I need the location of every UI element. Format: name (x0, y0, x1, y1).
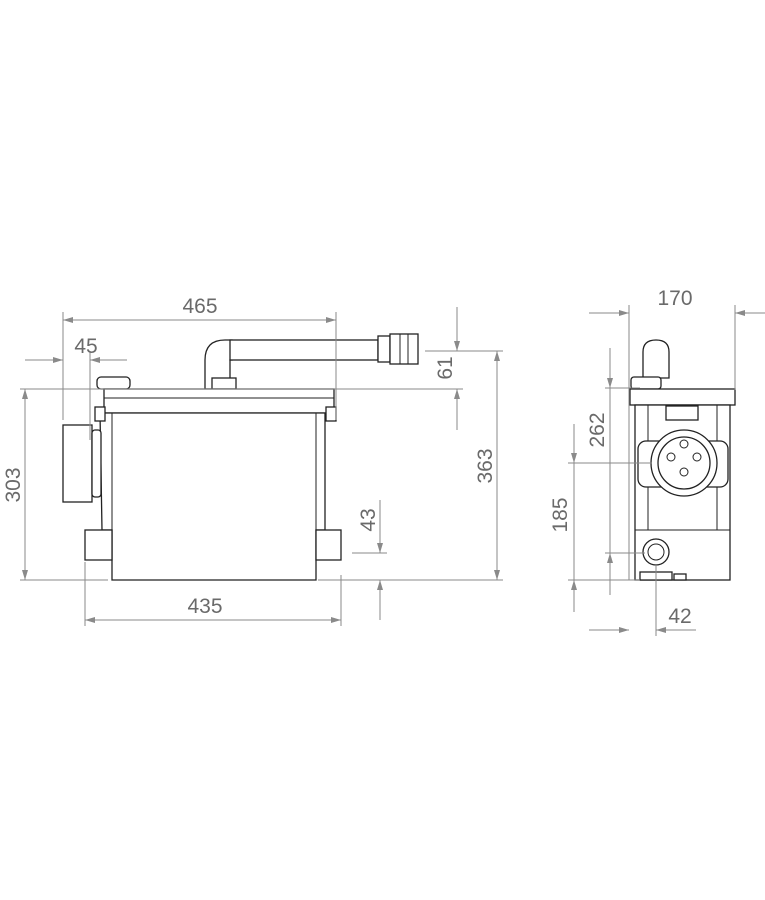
side-body (629, 339, 736, 581)
dim-45: 45 (74, 335, 97, 358)
dim-465: 465 (182, 295, 217, 318)
dim-42: 42 (668, 605, 691, 628)
dim-170: 170 (657, 287, 692, 310)
discharge-pipe (204, 333, 419, 390)
dim-262: 262 (586, 412, 609, 447)
side-view: 170 262 185 42 (549, 287, 765, 636)
dim-303: 303 (2, 467, 25, 502)
dim-363: 363 (474, 448, 497, 483)
dim-43: 43 (357, 508, 380, 531)
unit-body (62, 376, 342, 581)
dim-435: 435 (187, 595, 222, 618)
dim-61: 61 (434, 356, 457, 379)
front-view: 465 45 303 61 363 43 435 (2, 295, 503, 626)
dim-185: 185 (549, 497, 572, 532)
